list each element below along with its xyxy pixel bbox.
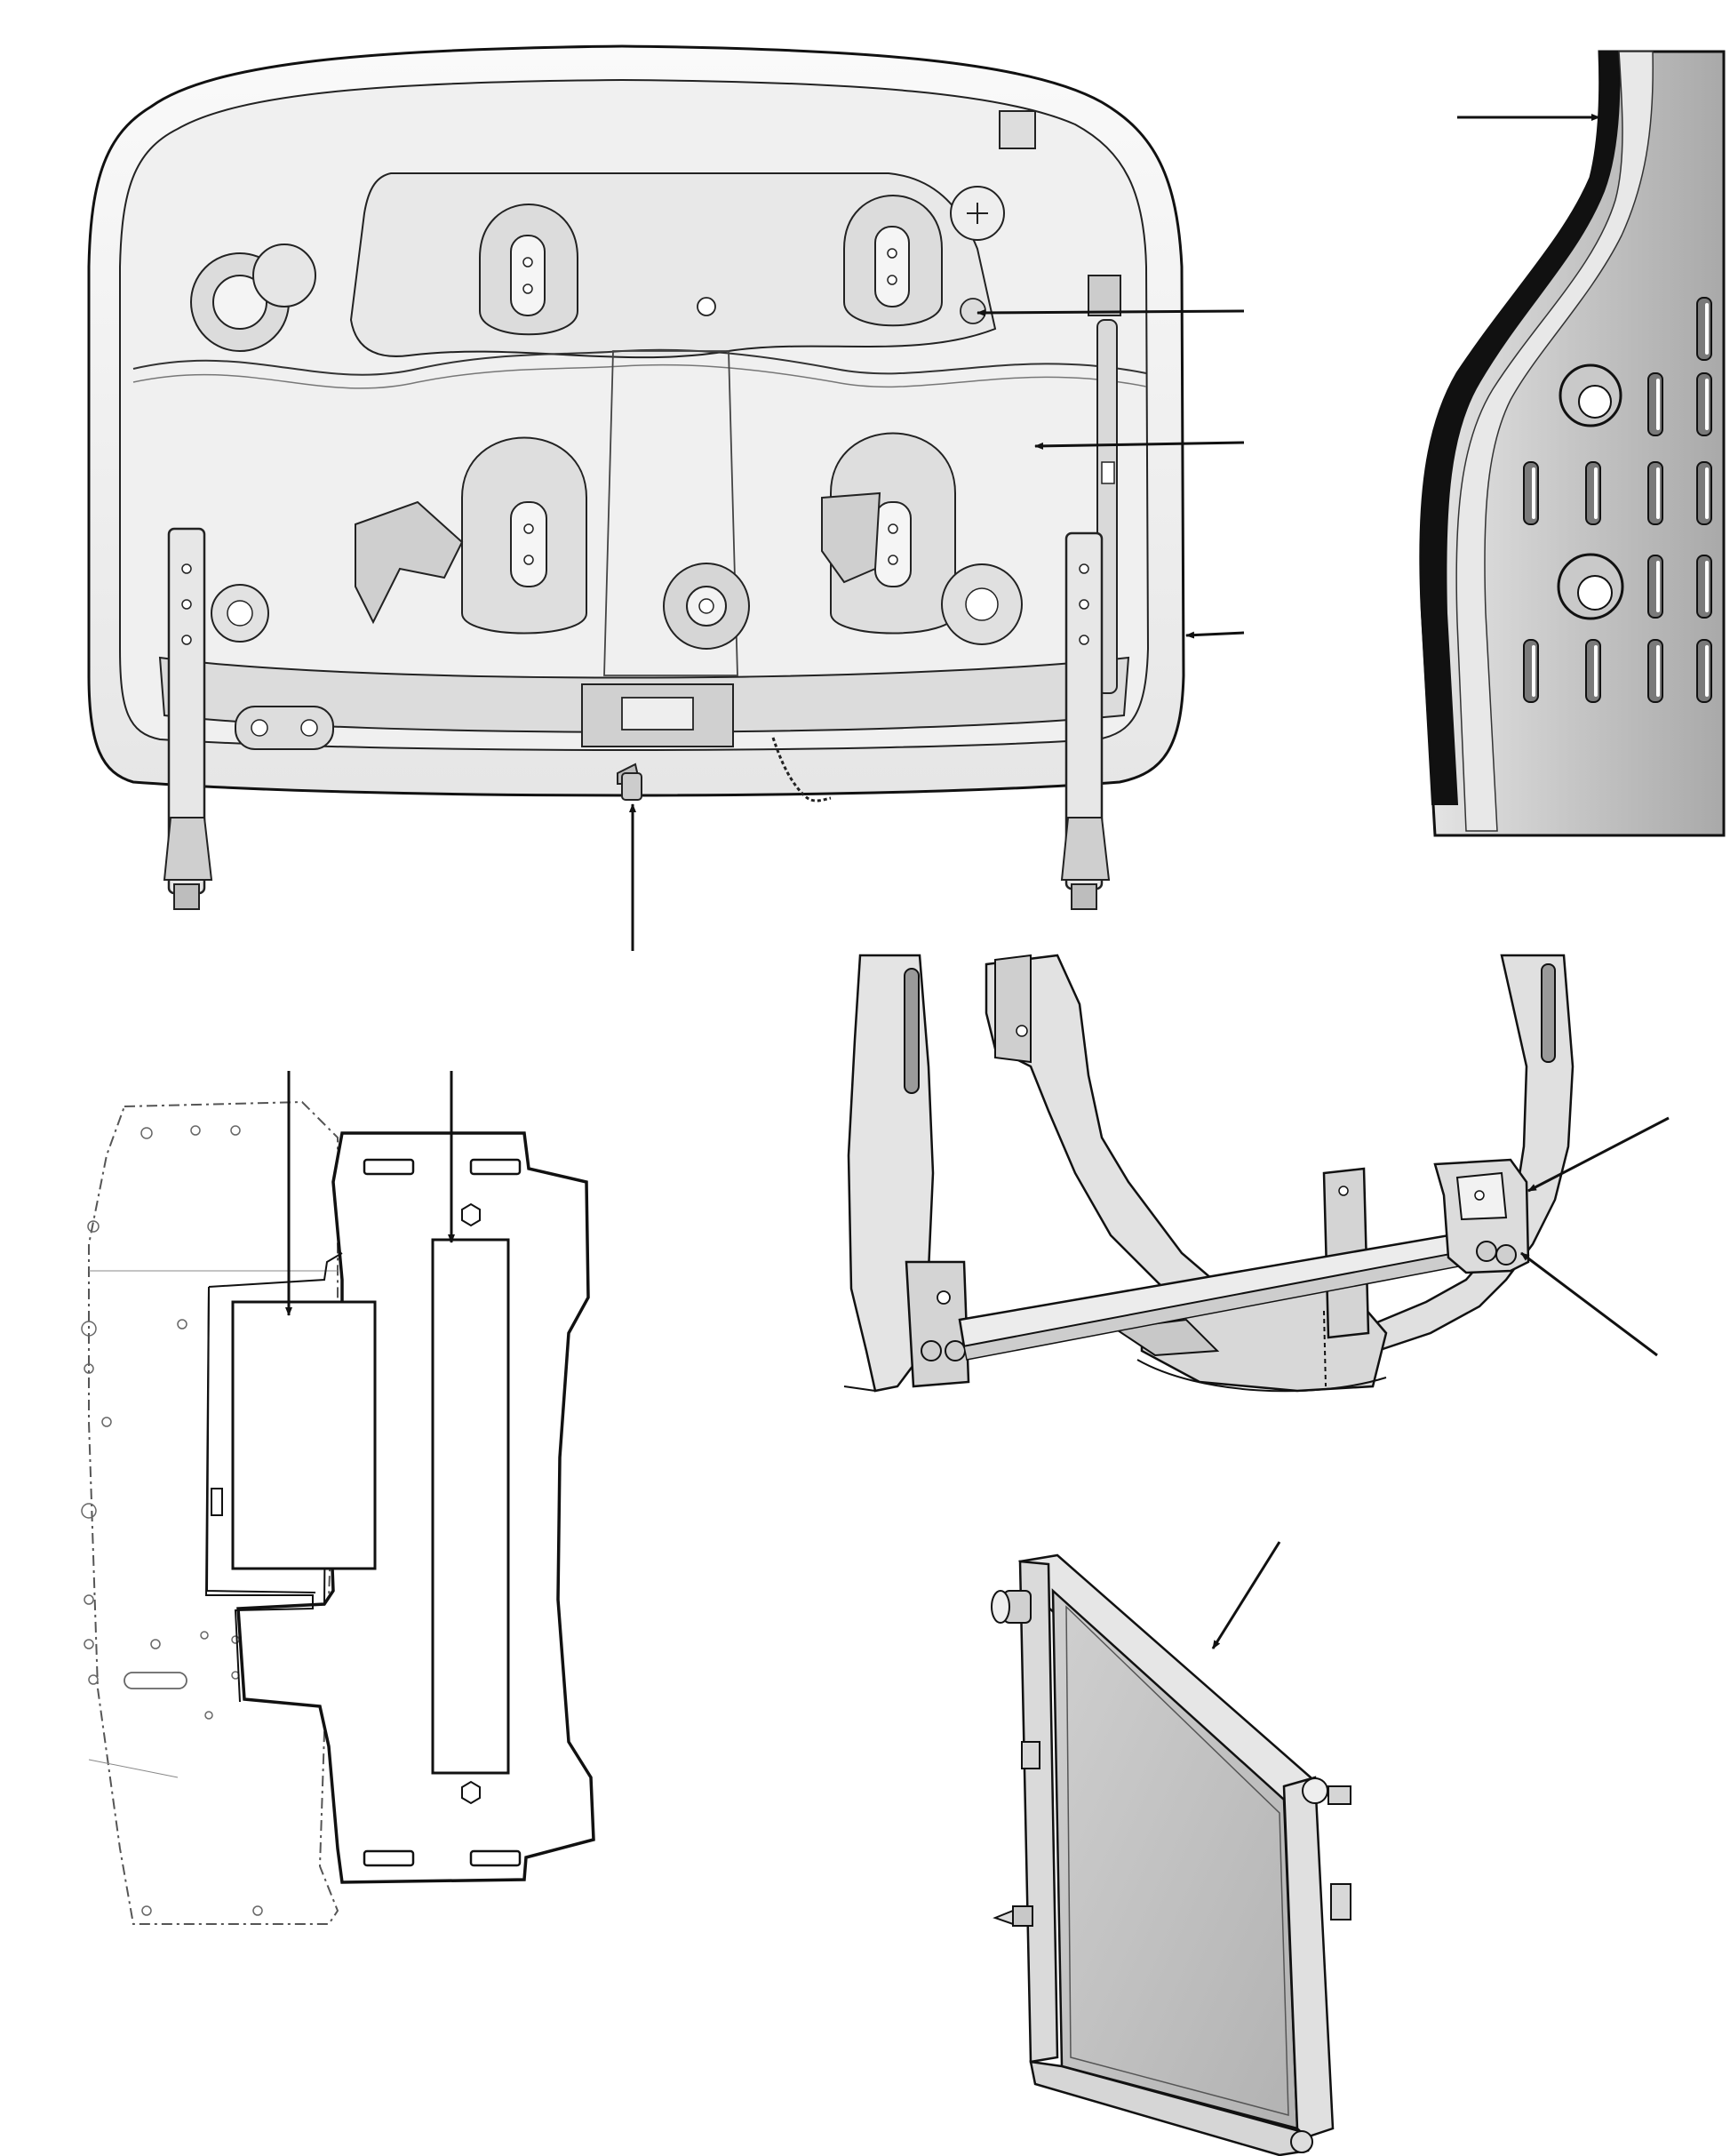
bracket-slot [1523, 639, 1539, 703]
bracket-slot [1647, 461, 1663, 525]
callout-leader-pan-edge [1185, 631, 1245, 639]
callout-leader-upper-hole [977, 308, 1245, 316]
right-upholstery-fold [821, 491, 881, 584]
radiator-view [991, 1553, 1351, 2156]
ghost-inner-line [88, 1270, 338, 1778]
bracket-slot [1585, 461, 1601, 525]
seat-pan-underside-view [87, 44, 1185, 910]
radiator-left-bracket [1021, 1741, 1040, 1769]
callout-leader-mount-clamp [1527, 1116, 1670, 1193]
right-upper-hole [960, 298, 986, 324]
bracket-slot-highlight [1705, 645, 1709, 697]
lower-left-stud-pocket [461, 436, 587, 635]
bracket-slot-highlight [1656, 467, 1660, 519]
template-tab [211, 1488, 223, 1516]
bracket-slot [1647, 555, 1663, 619]
left-hinge-bracket [163, 527, 213, 910]
template-left-step [204, 1286, 314, 1703]
plate-slot-bottom-left [363, 1849, 415, 1867]
ghost-small-holes [81, 1125, 263, 1916]
upper-left-boss [190, 244, 316, 352]
wire-harness [771, 737, 832, 803]
radiator-left-side-tank [1018, 1560, 1059, 2064]
bracket-slot-highlight [1656, 645, 1660, 697]
seat-bracket-detail-view [1419, 50, 1726, 837]
frame-left-slot [904, 968, 920, 1094]
lower-right-stud-pocket [830, 432, 956, 635]
bracket-slot [1523, 461, 1539, 525]
bracket-lower-round-hole [1557, 553, 1624, 620]
bracket-slot-highlight [1532, 467, 1535, 519]
ghost-slot [124, 1672, 187, 1689]
top-right-connector [999, 110, 1036, 149]
right-hinge-bracket [1060, 531, 1111, 910]
mounting-plate-template [81, 1100, 595, 1925]
bracket-slot [1647, 372, 1663, 436]
template-right-cutout [431, 1238, 510, 1775]
radiator-drain-valve [993, 1905, 1033, 1927]
plate-slot-top-right [469, 1158, 522, 1176]
frame-right-slot [1541, 963, 1556, 1063]
plate-slot-top-left [363, 1158, 415, 1176]
bracket-slot-highlight [1705, 467, 1709, 519]
upper-right-knob [950, 186, 1005, 241]
radiator-right-bracket [1330, 1883, 1351, 1920]
bracket-slot-highlight [1594, 645, 1598, 697]
lower-left-boss [211, 584, 269, 643]
bracket-slot-highlight [1705, 303, 1709, 355]
bracket-black-rim [1419, 51, 1621, 805]
bracket-slot-highlight [1656, 561, 1660, 612]
rops-frame-crossmember-view [843, 954, 1575, 1393]
bracket-slot-highlight [1705, 379, 1709, 430]
callout-leader-radiator-tank [1211, 1541, 1281, 1649]
center-small-hole [697, 297, 716, 316]
bracket-slot-pattern [1523, 297, 1712, 703]
seat-pan-callouts [629, 308, 1245, 951]
bracket-slot [1696, 461, 1712, 525]
bracket-slot-highlight [1705, 561, 1709, 612]
bracket-slot [1585, 639, 1601, 703]
frame-left-mount-block [905, 1260, 970, 1388]
bracket-slot [1696, 297, 1712, 361]
radiator-core-border [1065, 1605, 1289, 2116]
bracket-slot [1696, 372, 1712, 436]
frame-crop-edge [843, 1359, 1387, 1393]
plate-hex-hole-top [461, 1202, 481, 1227]
center-boss [663, 563, 750, 650]
template-left-cutout [231, 1300, 377, 1570]
radiator-bottom-fitting [1290, 2130, 1313, 2153]
plate-hex-hole-bottom [461, 1780, 481, 1805]
frame-center-bracket-top [994, 954, 1032, 1064]
frame-right-bolt-a [1476, 1241, 1497, 1262]
lower-right-boss [941, 563, 1023, 645]
bracket-slot [1696, 555, 1712, 619]
bracket-upper-round-hole [1559, 363, 1622, 427]
center-channel [603, 350, 738, 676]
upper-right-stud-pocket [843, 195, 943, 327]
bracket-flange-shadow [1455, 51, 1654, 832]
bracket-slot-highlight [1532, 645, 1535, 697]
bracket-slot-highlight [1594, 467, 1598, 519]
frame-right-bolt-b [1495, 1244, 1517, 1266]
upper-left-stud-pocket [479, 204, 578, 336]
left-upholstery-fold [355, 500, 464, 625]
bracket-slot [1696, 639, 1712, 703]
lower-left-slotted-plate [235, 706, 334, 750]
bracket-slot [1647, 639, 1663, 703]
bottom-clip [621, 772, 642, 801]
radiator-right-cap [1302, 1777, 1351, 1805]
callout-leader-mount-bolt [1520, 1251, 1658, 1357]
plate-slot-bottom-right [469, 1849, 522, 1867]
pan-wave-contour-lower [132, 363, 1147, 389]
bracket-slot-highlight [1656, 379, 1660, 430]
callout-leader-pan-surface [1034, 441, 1245, 450]
radiator-filler-neck [991, 1590, 1032, 1624]
